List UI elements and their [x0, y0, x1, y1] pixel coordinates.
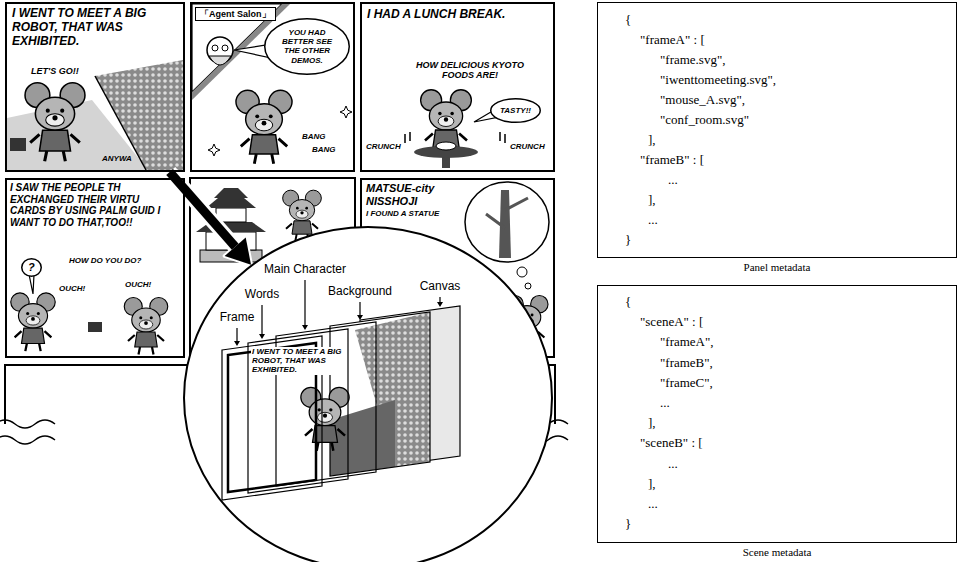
- speech-bubble: YOU HAD BETTER SEE THE OTHER DEMOS.: [264, 18, 350, 75]
- code-line: ],: [648, 477, 656, 490]
- code-line: ],: [648, 193, 656, 206]
- layer-label: Main Character: [264, 263, 346, 277]
- code-line: "frameA",: [660, 335, 714, 348]
- magnifier-ellipse: [184, 227, 552, 562]
- layer-stack: [222, 280, 460, 500]
- speech-bubble: TASTY!!: [490, 98, 541, 123]
- code-line: "iwenttomeeting.svg",: [660, 73, 776, 86]
- sound-text: CRUNCH: [366, 142, 401, 151]
- layer-label: Background: [328, 285, 392, 299]
- code-line: "sceneB" : [: [640, 436, 703, 449]
- speech-text: HOW DELICIOUS KYOTO FOODS ARE!: [414, 60, 526, 81]
- sound-text: BANG: [302, 132, 326, 141]
- code-line: {: [625, 13, 631, 26]
- thought-bubble: [465, 182, 549, 262]
- castle-roof: [206, 198, 256, 208]
- star: [340, 106, 352, 118]
- code-line: }: [625, 517, 631, 530]
- arrowhead: [225, 237, 251, 264]
- thought-dot: [517, 267, 527, 277]
- star: [208, 144, 220, 156]
- layer-words: I WENT TO MEET A BIG ROBOT, THAT WAS EXH…: [251, 347, 347, 375]
- sound-text: OUCH!: [125, 280, 151, 289]
- sound-text: BANG: [312, 145, 336, 154]
- narration-text: I FOUND A STATUE: [366, 209, 439, 218]
- comic-panel: I WENT TO MEET A BIG ROBOT, THAT WAS EXH…: [5, 2, 185, 172]
- arrow-shaft: [170, 172, 236, 247]
- glasses: [222, 45, 228, 51]
- sign-box: 「Agent Salon」: [195, 7, 276, 21]
- sound-text: CRUNCH: [510, 142, 545, 151]
- bowl: [436, 142, 456, 150]
- comic-panel: ? I SAW THE PEOPLE TH EXCHANGED THEIR VIR…: [5, 178, 185, 358]
- sound-text: ANYWA: [102, 154, 132, 163]
- code-line: "conf_room.svg": [660, 113, 749, 126]
- box-caption: Panel metadata: [598, 261, 956, 274]
- code-line: ],: [648, 133, 656, 146]
- mouse-figure: [236, 90, 292, 163]
- mouse-figure: [11, 293, 55, 351]
- suitcase: [10, 138, 26, 151]
- code-line: "mouse_A.svg",: [660, 93, 745, 106]
- stand-edge: [95, 76, 146, 170]
- crowd-stand: [95, 60, 183, 170]
- narration-text: I HAD A LUNCH BREAK.: [367, 8, 552, 22]
- bubble-body: [265, 19, 350, 75]
- layer-label: Words: [245, 288, 279, 302]
- comic-panel: 「Agent Salon」 YOU HAD BETTER SEE THE OTHE…: [190, 2, 355, 172]
- mouse-figure: [421, 90, 472, 157]
- mouse-figure: [124, 298, 168, 355]
- code-line: ...: [668, 173, 678, 186]
- code-line: "frameC",: [660, 376, 713, 389]
- speech-text: YOU HAD BETTER SEE THE OTHER DEMOS.: [276, 28, 338, 65]
- box-caption: Scene metadata: [598, 546, 956, 559]
- sign-text: 「Agent Salon」: [200, 9, 271, 19]
- zoom-arrow: [170, 172, 251, 265]
- code-line: }: [625, 233, 631, 246]
- sound-text: OUCH!: [59, 284, 85, 293]
- code-line: {: [625, 295, 631, 308]
- layer-label: Canvas: [420, 280, 461, 294]
- code-line: ...: [648, 213, 658, 226]
- speech-text: LET'S GO!!: [31, 66, 79, 76]
- code-box: { "sceneA" : [ "frameA", "frameB", "frameC",…: [597, 285, 957, 543]
- tree-branch: [486, 198, 528, 228]
- code-line: ],: [648, 416, 656, 429]
- castle-roof: [214, 188, 248, 198]
- glasses: [212, 45, 218, 51]
- bubble-body: [22, 259, 42, 277]
- narration-text: I SAW THE PEOPLE TH EXCHANGED THEIR VIRT…: [10, 182, 165, 228]
- speech-bubble: ?: [21, 258, 42, 277]
- comic-panel: TASTY!! I HAD A LUNCH BREAK. HOW DELICIOUS…: [360, 2, 555, 172]
- magnifier-circle: Main CharacterWords BackgroundFrame Canvas…: [183, 226, 553, 562]
- arrow-outline: [170, 172, 236, 247]
- bubble-tail: [29, 274, 34, 294]
- code-line: "sceneA" : [: [640, 315, 703, 328]
- narration-text: I WENT TO MEET A BIG ROBOT, THAT WAS EXH…: [12, 7, 180, 48]
- speech-text: ?: [28, 261, 35, 274]
- code-line: "frameB" : [: [640, 153, 704, 166]
- motion-marks: [405, 132, 505, 143]
- thought-dot: [525, 283, 531, 289]
- layer-label: Frame: [220, 311, 255, 325]
- code-line: "frameA" : [: [640, 33, 705, 46]
- break-band: [0, 424, 55, 440]
- break-wave: [0, 420, 55, 444]
- code-line: ...: [668, 457, 678, 470]
- palm-device: [88, 322, 102, 332]
- speech-text: HOW DO YOU DO?: [69, 256, 141, 265]
- code-line: ...: [648, 497, 658, 510]
- bubble-body: [491, 99, 541, 123]
- code-line: "frame.svg",: [660, 53, 725, 66]
- code-line: ...: [660, 396, 670, 409]
- narration-text: MATSUE-city NISSHOJI: [366, 182, 466, 207]
- speech-text: TASTY!!: [500, 106, 531, 115]
- mouse-figure: [25, 83, 85, 162]
- magnifier-outline: [183, 226, 553, 562]
- code-line: "frameB",: [660, 356, 713, 369]
- code-box: { "frameA" : [ "frame.svg", "iwenttomeeting…: [597, 2, 957, 258]
- beard: [209, 56, 231, 65]
